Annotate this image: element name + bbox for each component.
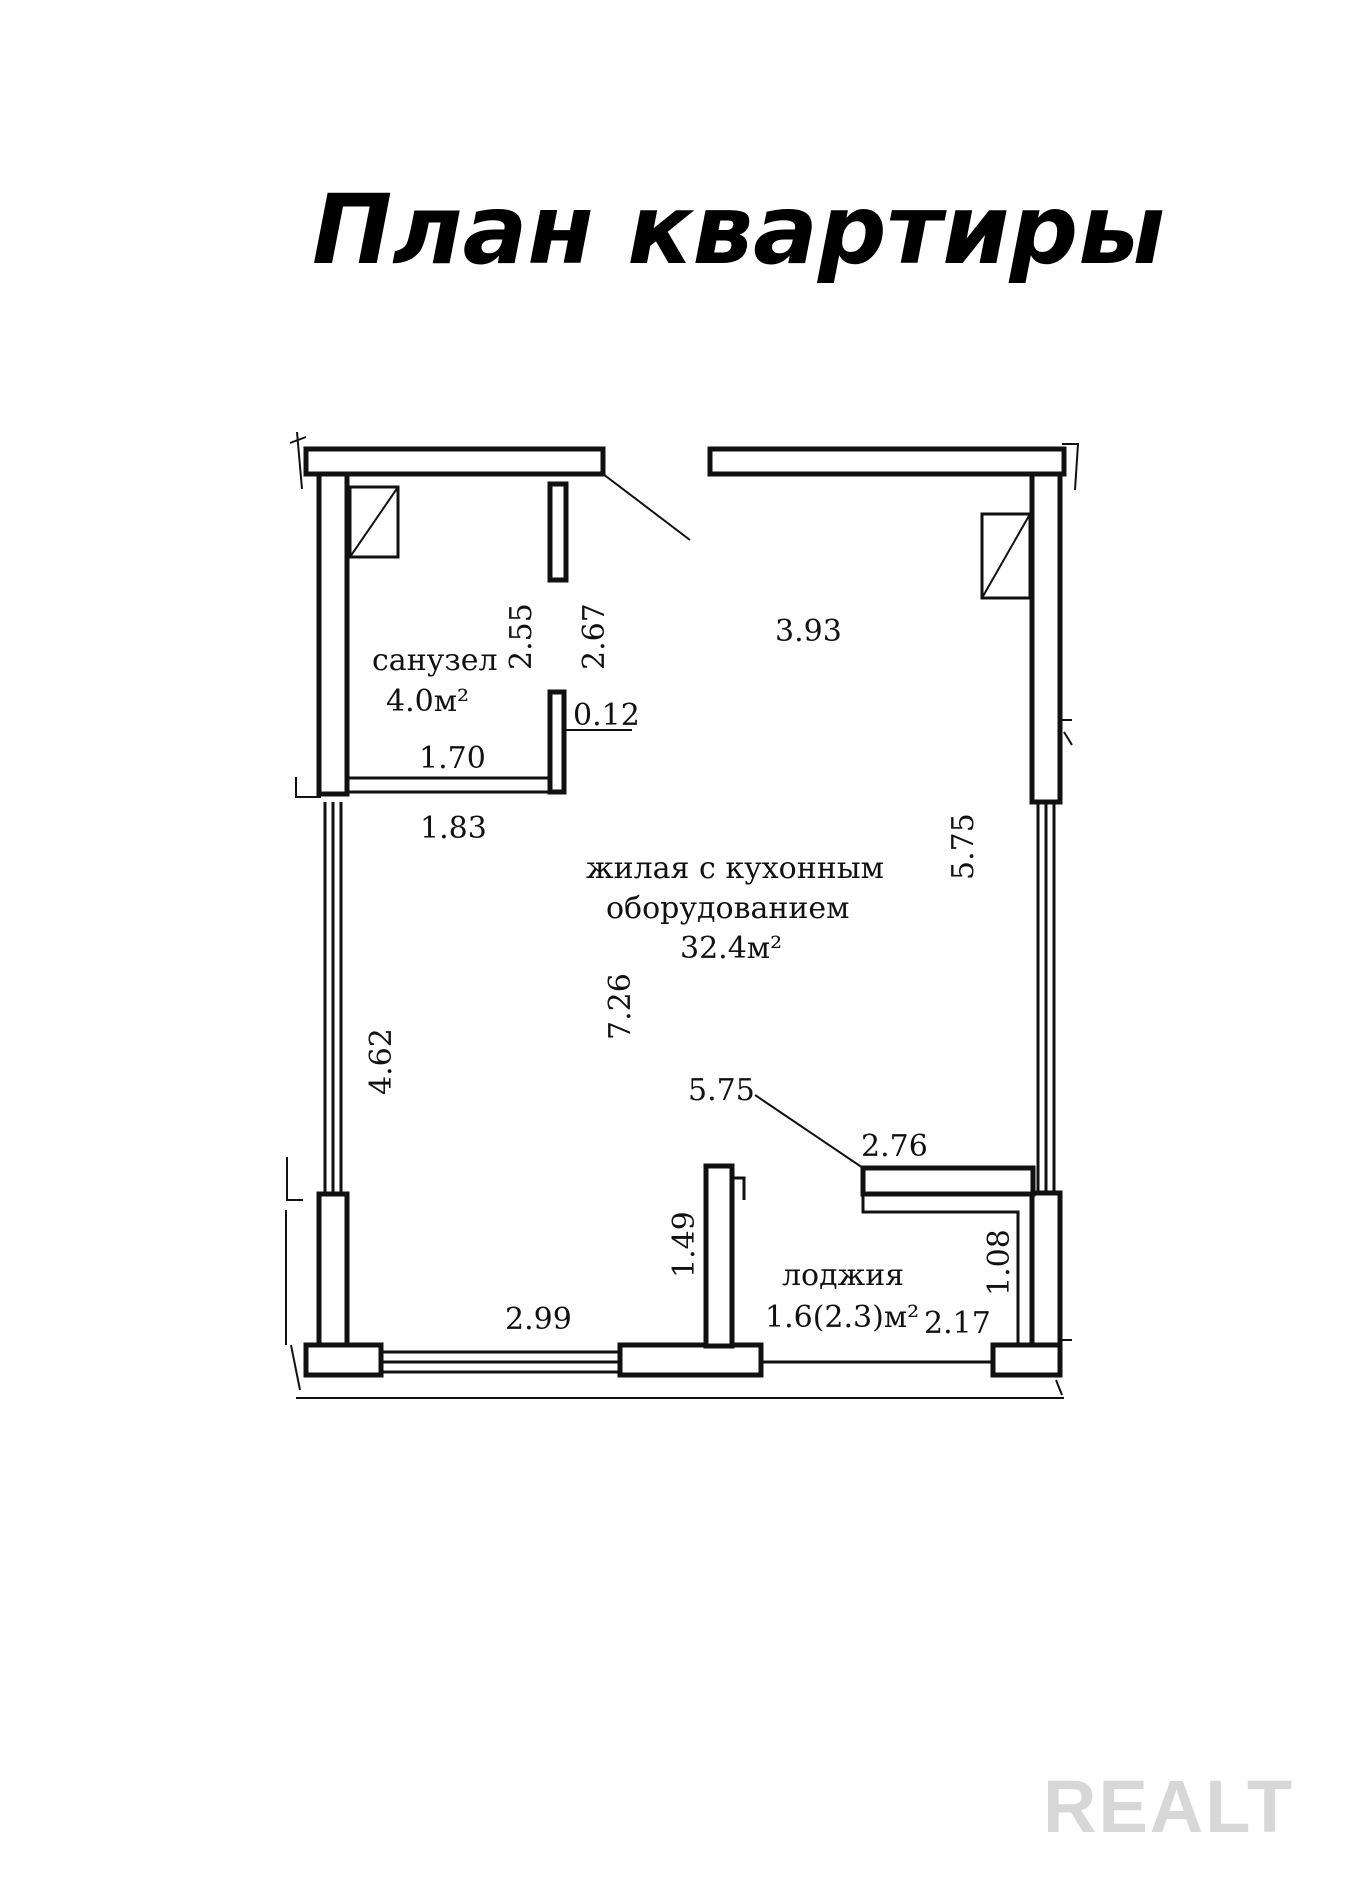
outer-stub-left-low bbox=[285, 1157, 303, 1391]
dim-loggia-right-depth: 1.08 bbox=[982, 1229, 1017, 1296]
dim-bath-width-outer: 1.83 bbox=[420, 811, 487, 846]
loggia-area: 1.6(2.3)м² bbox=[765, 1300, 919, 1335]
outer-stub-top-left bbox=[289, 431, 307, 490]
living-name-line2: оборудованием bbox=[606, 891, 849, 926]
wall-top-left bbox=[303, 446, 606, 477]
loggia-partition bbox=[703, 1163, 735, 1349]
living-area: 32.4м² bbox=[680, 931, 782, 966]
plan-title: План квартиры bbox=[312, 174, 1165, 286]
window-bottom bbox=[381, 1350, 620, 1374]
realt-watermark: REALT bbox=[1043, 1765, 1294, 1848]
dim-loggia-width: 2.17 bbox=[924, 1306, 991, 1341]
loggia-name: лоджия bbox=[782, 1258, 904, 1293]
bath-bottom-wall bbox=[347, 776, 564, 794]
outer-stub-right-low bbox=[1055, 1339, 1072, 1396]
dim-top-width: 3.93 bbox=[775, 614, 842, 649]
dim-bath-height-outer: 2.67 bbox=[577, 603, 612, 670]
dim-left-height: 4.62 bbox=[364, 1028, 399, 1095]
loggia-inner-right bbox=[732, 1176, 1020, 1345]
wall-bottom-mid bbox=[617, 1342, 764, 1378]
dim-bath-width-inner: 1.70 bbox=[419, 741, 486, 776]
wall-top-right bbox=[707, 446, 1067, 477]
dim-loggia-depth: 1.49 bbox=[667, 1211, 702, 1278]
dim-bath-height-inner: 2.55 bbox=[504, 603, 539, 670]
wall-right-upper bbox=[1029, 471, 1063, 805]
living-name-line1: жилая с кухонным bbox=[586, 851, 884, 886]
dim-right-height: 5.75 bbox=[946, 813, 981, 880]
bath-partition-top bbox=[547, 481, 569, 583]
shaft-right bbox=[980, 512, 1032, 600]
dim-bottom-width: 2.99 bbox=[505, 1302, 572, 1337]
bathroom-area: 4.0м² bbox=[386, 684, 469, 719]
shaft-left bbox=[348, 485, 400, 559]
dim-diag-width: 5.75 bbox=[688, 1073, 755, 1108]
wall-bottom-right-corner bbox=[990, 1342, 1063, 1378]
loggia-step-wall bbox=[860, 1165, 1036, 1197]
bath-partition-low bbox=[547, 689, 567, 795]
wall-left-upper bbox=[316, 471, 350, 797]
door-swing bbox=[602, 473, 691, 541]
outer-stub-left-mid bbox=[295, 777, 321, 798]
dim-partition: 0.12 bbox=[573, 698, 640, 733]
dim-step-width: 2.76 bbox=[861, 1129, 928, 1164]
bathroom-name: санузел bbox=[372, 643, 498, 678]
outer-stub-top-right bbox=[1062, 443, 1080, 491]
wall-bottom-left-corner bbox=[303, 1342, 384, 1378]
dim-center-height: 7.26 bbox=[603, 973, 638, 1040]
window-left bbox=[323, 802, 343, 1194]
shaft-left-diagonal bbox=[349, 486, 399, 558]
diag-leader bbox=[754, 1094, 864, 1169]
window-right bbox=[1036, 802, 1056, 1193]
shaft-right-diagonal bbox=[981, 513, 1031, 599]
